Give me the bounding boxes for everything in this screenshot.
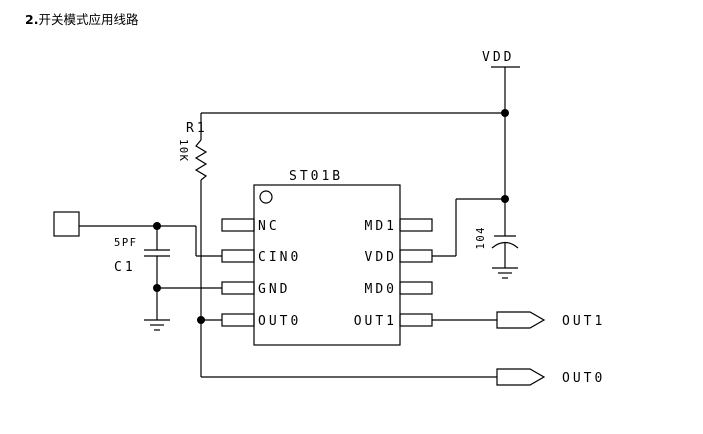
- capacitor-c1: [144, 226, 170, 320]
- vdd-label: VDD: [482, 50, 514, 65]
- r1-value-label: 10K: [177, 139, 189, 162]
- pin-gnd-label: GND: [258, 282, 290, 297]
- pin-vdd: [399, 249, 433, 263]
- pin-md1: [399, 218, 433, 232]
- section-title: 开关模式应用线路: [38, 12, 139, 27]
- chip-name-label: ST01B: [289, 169, 343, 184]
- junction-dot: [153, 222, 161, 230]
- junction-dot: [501, 195, 509, 203]
- pin-md0-label: MD0: [365, 282, 397, 297]
- ground-symbol-c1: [144, 319, 170, 331]
- junction-dot: [153, 284, 161, 292]
- pin-cin0: [221, 249, 255, 263]
- junction-dot: [501, 109, 509, 117]
- pin-out1-label: OUT1: [354, 314, 397, 329]
- vdd-rail: [201, 66, 520, 257]
- section-heading: 2.开关模式应用线路: [25, 9, 138, 28]
- out0-arrow: [496, 368, 546, 386]
- pin-md1-label: MD1: [365, 219, 397, 234]
- resistor-r1: [194, 113, 208, 377]
- capacitor-104: [491, 235, 519, 268]
- out0-output-label: OUT0: [562, 371, 605, 386]
- pin-md0: [399, 281, 433, 295]
- section-number: 2.: [25, 12, 39, 27]
- pin-out1: [399, 313, 433, 327]
- c1-value-label: 5PF: [114, 237, 137, 249]
- ground-symbol-cap104: [492, 267, 518, 279]
- pin1-marker: [259, 190, 273, 204]
- pin-out0: [221, 313, 255, 327]
- touch-pad: [53, 211, 80, 237]
- pin-gnd: [221, 281, 255, 295]
- pin-vdd-label: VDD: [365, 250, 397, 265]
- ic-body: [253, 184, 401, 346]
- cap104-label: 104: [475, 226, 487, 249]
- pin-cin0-label: CIN0: [258, 250, 301, 265]
- pin-nc: [221, 218, 255, 232]
- r1-label: R1: [186, 121, 208, 136]
- out1-arrow: [496, 311, 546, 329]
- junction-dot: [197, 316, 205, 324]
- c1-ref-label: C1: [114, 260, 136, 275]
- out1-output-label: OUT1: [562, 314, 605, 329]
- pin-nc-label: NC: [258, 219, 280, 234]
- pin-out0-label: OUT0: [258, 314, 301, 329]
